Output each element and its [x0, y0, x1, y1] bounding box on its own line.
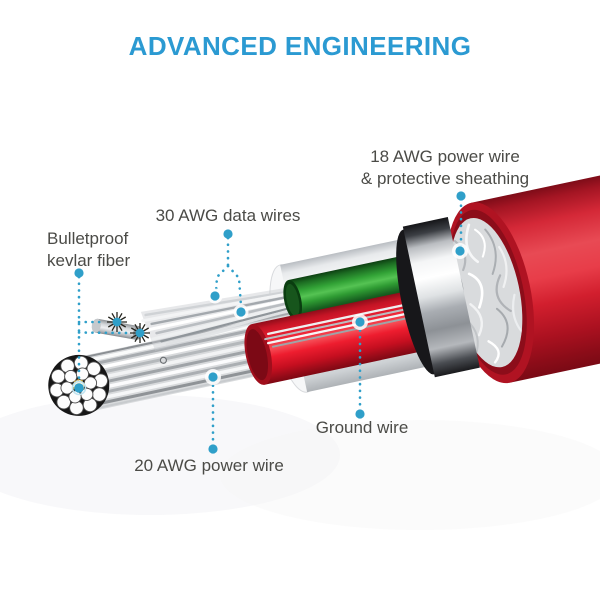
- annotation-kevlar: [71, 268, 150, 396]
- label-kevlar-fiber: Bulletproof kevlar fiber: [47, 228, 177, 272]
- kevlar-frayed-end-1: [107, 312, 127, 332]
- label-kevlar-line1: Bulletproof: [47, 229, 129, 248]
- label-20awg-power-wire: 20 AWG power wire: [134, 456, 284, 475]
- label-18awg-power-wire: 18 AWG power wire & protective sheathing: [295, 146, 595, 190]
- annotation-power18: [452, 191, 468, 259]
- background-shadow: [0, 395, 340, 515]
- annotation-ground: [352, 314, 368, 419]
- annotation-data30: [207, 229, 249, 320]
- annotation-power20: [205, 369, 221, 454]
- label-kevlar-line2: kevlar fiber: [47, 251, 131, 270]
- label-30awg-data-wires: 30 AWG data wires: [155, 206, 301, 225]
- label-18awg-line1: 18 AWG power wire: [370, 147, 520, 166]
- background-shadow-2: [220, 420, 600, 530]
- data-wire-strands: [140, 286, 301, 351]
- page-title: ADVANCED ENGINEERING: [128, 31, 472, 61]
- label-18awg-line2: & protective sheathing: [360, 169, 530, 188]
- kevlar-frayed-end-2: [130, 323, 150, 343]
- strand-detail-ring: [159, 356, 167, 364]
- chrome-sheath: [396, 217, 480, 378]
- label-ground-wire: Ground wire: [315, 418, 409, 437]
